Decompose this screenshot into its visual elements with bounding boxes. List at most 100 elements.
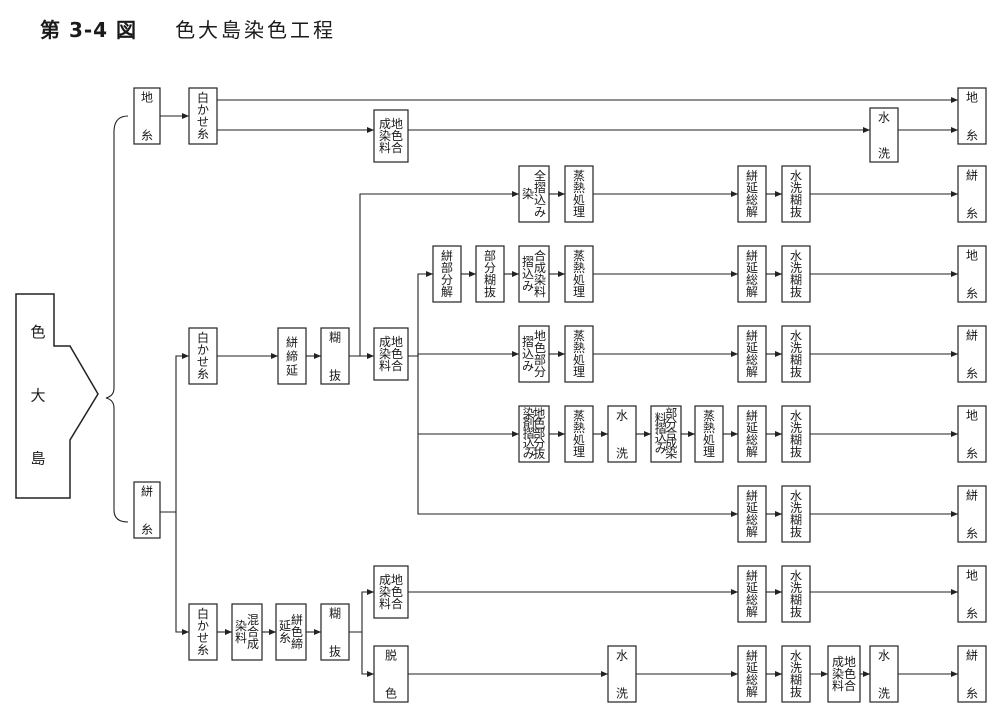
node-char: せ bbox=[197, 355, 209, 369]
node-char: 色 bbox=[30, 323, 45, 341]
node-char: 糊 bbox=[790, 512, 802, 527]
node-char: か bbox=[197, 619, 209, 633]
node-char: み bbox=[522, 359, 534, 373]
arrow-head bbox=[367, 589, 374, 595]
node-char: 総 bbox=[746, 193, 758, 207]
node-char: 地 bbox=[966, 409, 978, 423]
node-char: 染 bbox=[379, 128, 391, 143]
arrow-head bbox=[775, 589, 782, 595]
node-char: 地 bbox=[966, 569, 978, 583]
process-box bbox=[957, 165, 987, 223]
node-char: 抜 bbox=[790, 685, 802, 699]
node-char: 糊 bbox=[790, 272, 802, 287]
node-char: 延 bbox=[746, 661, 758, 675]
node-char: 島 bbox=[30, 450, 45, 468]
node-char: 染 bbox=[523, 405, 535, 420]
node-char: 絣 bbox=[746, 569, 758, 583]
node-char: 解 bbox=[746, 445, 758, 459]
arrow-head bbox=[601, 431, 608, 437]
arrow-head bbox=[367, 353, 374, 359]
arrow-head bbox=[426, 271, 433, 277]
process-box bbox=[737, 645, 767, 703]
node-char: 糊 bbox=[329, 330, 341, 345]
arrow-head bbox=[558, 431, 565, 437]
node-char: 糊 bbox=[790, 432, 802, 447]
flow-arrow bbox=[175, 512, 189, 633]
process-box bbox=[737, 165, 767, 223]
node-char: 込 bbox=[522, 267, 534, 281]
node-char: 糸 bbox=[141, 129, 153, 143]
process-box bbox=[564, 245, 594, 303]
arrow-head bbox=[775, 431, 782, 437]
node-char: 染 bbox=[235, 618, 247, 633]
node-char: 成 bbox=[534, 261, 546, 275]
arrow-head bbox=[951, 351, 958, 357]
node-char: 剤 bbox=[523, 415, 535, 430]
process-box bbox=[275, 603, 307, 661]
node-char: 成 bbox=[665, 436, 677, 450]
node-out-ji-2: 地糸 bbox=[957, 245, 987, 303]
arrow-head bbox=[951, 97, 958, 103]
node-char: 糸 bbox=[197, 367, 209, 381]
arrow-head bbox=[182, 113, 189, 119]
arrow-head bbox=[731, 271, 738, 277]
process-box bbox=[188, 327, 218, 385]
arrow-head bbox=[775, 511, 782, 517]
node-char: 抜 bbox=[790, 525, 802, 539]
node-char: 洗 bbox=[790, 581, 802, 595]
arrow-head bbox=[314, 629, 321, 635]
node-char: 絣 bbox=[746, 249, 758, 263]
arrow-head bbox=[731, 431, 738, 437]
process-box bbox=[737, 245, 767, 303]
diagram-title: 色大島染色工程 bbox=[175, 18, 337, 42]
node-char: か bbox=[197, 343, 209, 357]
node-char: 抜 bbox=[790, 445, 802, 459]
process-box bbox=[869, 107, 899, 163]
arrow-head bbox=[731, 191, 738, 197]
node-char: 染 bbox=[522, 186, 534, 201]
node-char: 分 bbox=[533, 436, 545, 450]
node-char: 延 bbox=[746, 341, 758, 355]
arrow-head bbox=[731, 671, 738, 677]
process-box bbox=[518, 245, 550, 303]
node-char: 解 bbox=[746, 605, 758, 619]
node-char: 絣 bbox=[286, 336, 298, 350]
node-char: 全 bbox=[534, 168, 546, 183]
process-box bbox=[320, 603, 350, 661]
node-char: 絣 bbox=[966, 649, 978, 663]
process-box bbox=[737, 565, 767, 623]
node-char: 締 bbox=[291, 636, 303, 651]
process-box bbox=[957, 645, 987, 703]
node-char: 地 bbox=[844, 655, 856, 669]
node-mizuarai-7b: 水洗 bbox=[869, 645, 899, 703]
process-box bbox=[650, 405, 682, 463]
arrow-head bbox=[731, 589, 738, 595]
node-char: 熱 bbox=[573, 341, 585, 355]
node-char: 色 bbox=[533, 416, 545, 430]
node-char: 洗 bbox=[878, 147, 890, 161]
node-char: 延 bbox=[286, 364, 298, 378]
node-char: 処 bbox=[573, 433, 585, 447]
node-char: 合 bbox=[391, 596, 403, 611]
node-char: 洗 bbox=[790, 261, 802, 275]
node-char: 摺 bbox=[655, 420, 667, 435]
node-char: 洗 bbox=[790, 421, 802, 435]
node-char: 料 bbox=[379, 141, 391, 155]
node-char: 合 bbox=[665, 425, 677, 440]
node-char: 色 bbox=[391, 347, 403, 361]
process-box bbox=[564, 325, 594, 383]
node-kasuri-shime: 絣締延 bbox=[277, 327, 307, 385]
node-char: 絣 bbox=[966, 489, 978, 503]
node-char: 延 bbox=[746, 581, 758, 595]
node-char: 成 bbox=[832, 655, 844, 669]
node-char: 熱 bbox=[703, 421, 715, 435]
